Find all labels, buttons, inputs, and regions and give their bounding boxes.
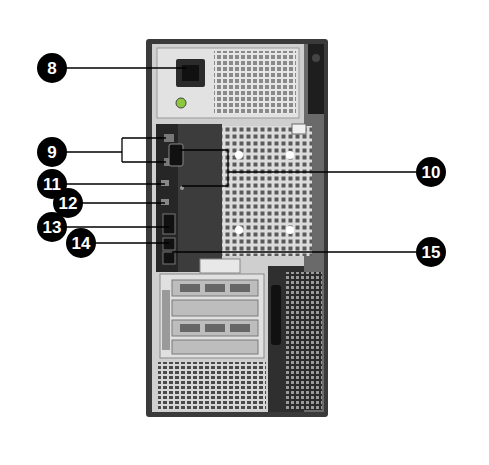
callout-number: 10 [416,157,446,187]
psu-grille [214,51,296,114]
callout-number: 9 [37,137,67,167]
callout-number: 8 [37,53,67,83]
psu-led [176,98,186,108]
power-supply [157,48,299,118]
leader-lines [64,68,416,252]
bottom-vent [158,362,266,410]
side-grille [286,272,322,410]
io-shield [178,124,222,272]
panel-latch [308,44,324,114]
callout-number: 15 [416,237,446,267]
callout-number: 14 [66,228,96,258]
rear-vent [222,126,312,256]
callout-number: 13 [37,212,67,242]
case-frame [146,39,328,417]
expansion-slots [160,274,264,358]
power-socket [176,59,205,87]
